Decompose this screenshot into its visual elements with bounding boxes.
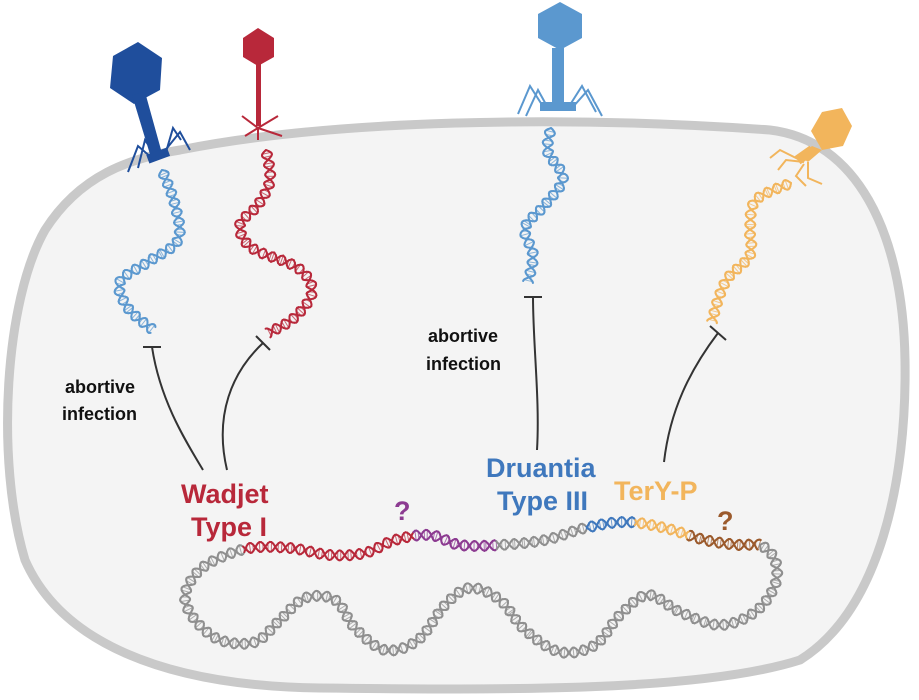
label-abortive-infection-left: abortive (65, 377, 135, 397)
phage-icon (769, 108, 852, 187)
phage-icon (517, 2, 603, 117)
injected-dna-helix-icon-2 (234, 149, 318, 339)
label-abortive-infection-left-2: infection (62, 404, 137, 424)
injected-dna-helix-icon-3 (519, 127, 569, 284)
question-mark-unknown-system-1: ? (394, 496, 411, 526)
label-wadjet: Wadjet (181, 479, 269, 509)
inhibition-arrow-icon (221, 342, 264, 471)
label-abortive-infection-mid: abortive (428, 326, 498, 346)
label-abortive-infection-mid-2: infection (426, 354, 501, 374)
chromosome-dna-helix-icon (179, 516, 784, 659)
inhibition-bar (709, 325, 727, 341)
phage-icon (241, 28, 283, 140)
phage-icon (110, 42, 191, 173)
inhibition-arrow-icon (663, 332, 719, 463)
injected-dna-helix-icon-1 (113, 169, 186, 334)
inhibition-arrow-icon (532, 296, 539, 451)
label-type-iii: Type III (497, 486, 588, 516)
inhibition-bar (255, 335, 271, 351)
label-druantia: Druantia (486, 453, 597, 483)
question-mark-unknown-system-2: ? (717, 506, 734, 536)
label-type-i: Type I (191, 512, 267, 542)
injected-dna-helix-icon-4 (706, 179, 792, 325)
inhibition-arrow-icon (151, 346, 204, 471)
label-tery-p: TerY-P (614, 476, 698, 506)
bacterial-cell (3, 117, 910, 694)
